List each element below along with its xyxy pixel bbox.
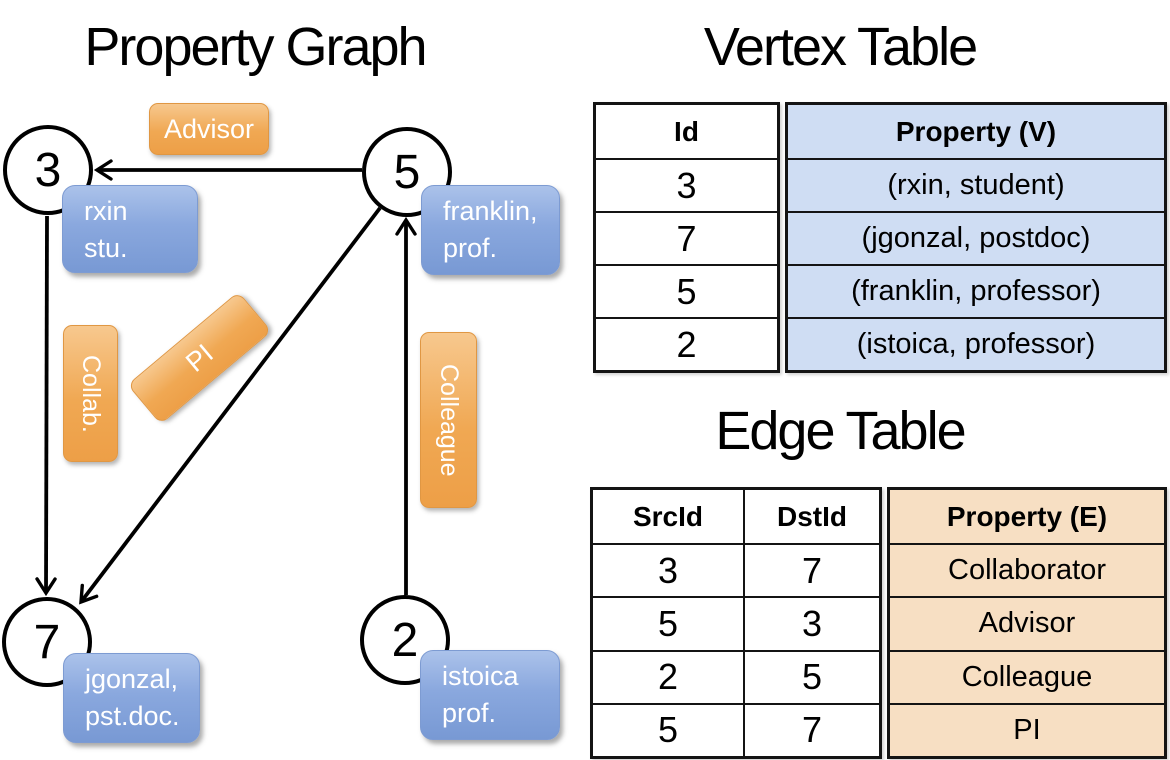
node-property-line: rxin (84, 196, 128, 226)
node-property-box-istoica: istoica prof. (420, 650, 560, 740)
vertex-table-property-column: Property (V) (rxin, student) (jgonzal, p… (785, 102, 1167, 373)
vertex-property-cell: (jgonzal, postdoc) (788, 211, 1164, 264)
node-property-line: stu. (84, 233, 128, 263)
vertex-table-title: Vertex Table (703, 17, 978, 77)
edge-table-title: Edge Table (715, 401, 966, 461)
edge-table-id-columns: SrcId DstId 3 7 5 3 2 5 5 7 (590, 487, 882, 759)
node-2: 2 (360, 595, 450, 685)
graph-edges-canvas (35, 159, 417, 605)
vertex-id-cell: 2 (596, 317, 777, 370)
node-5-label: 5 (393, 145, 421, 199)
node-property-box-franklin: franklin, prof. (421, 185, 560, 275)
vertex-id-cell: 7 (596, 211, 777, 264)
edge-property-cell: PI (890, 702, 1164, 756)
node-property-line: prof. (442, 698, 497, 728)
vertex-property-cell: (istoica, professor) (788, 317, 1164, 370)
edge-property-cell: Advisor (890, 596, 1164, 649)
node-5: 5 (362, 127, 452, 217)
node-property-line: jgonzal, (85, 664, 179, 694)
vertex-table-id-header: Id (674, 115, 699, 147)
edge-srcid-cell: 2 (593, 649, 743, 703)
edge-table-srcid-header: SrcId (632, 500, 704, 532)
node-property-line: prof. (443, 233, 498, 263)
property-graph-title: Property Graph (84, 17, 427, 77)
edge-srcid-cell: 5 (593, 596, 743, 649)
node-3-label: 3 (34, 143, 62, 197)
edge-label-colleague: Colleague (420, 332, 477, 508)
vertex-id-cell: 3 (596, 158, 777, 211)
edge-srcid-cell: 3 (593, 543, 743, 596)
node-property-line: istoica (442, 661, 519, 691)
edge-table-property-column: Property (E) Collaborator Advisor Collea… (887, 487, 1167, 759)
edge-dstid-cell: 5 (743, 649, 879, 703)
edge-label-collab: Collab. (63, 325, 118, 462)
node-property-line: pst.doc. (85, 701, 180, 731)
edge-dstid-cell: 7 (743, 543, 879, 597)
edge-property-cell: Collaborator (890, 543, 1164, 596)
vertex-table-property-header: Property (V) (895, 115, 1057, 147)
edge-dstid-cell: 7 (743, 702, 879, 756)
edge-pi-5-to-7 (79, 206, 382, 605)
node-property-line: franklin, (443, 196, 538, 226)
node-property-box-jgonzal: jgonzal, pst.doc. (63, 653, 200, 743)
node-2-label: 2 (391, 613, 419, 667)
edge-table-dstid-header: DstId (743, 490, 879, 544)
vertex-id-cell: 5 (596, 264, 777, 317)
edge-label-advisor: Advisor (149, 103, 269, 155)
edge-table-property-header: Property (E) (946, 500, 1108, 532)
vertex-property-cell: (franklin, professor) (788, 264, 1164, 317)
node-property-box-rxin: rxin stu. (62, 185, 198, 273)
edge-dstid-cell: 3 (743, 596, 879, 650)
vertex-property-cell: (rxin, student) (788, 158, 1164, 211)
edge-property-cell: Colleague (890, 649, 1164, 703)
edge-srcid-cell: 5 (593, 702, 743, 756)
vertex-table-id-column: Id 3 7 5 2 (593, 102, 780, 373)
node-7-label: 7 (33, 615, 61, 669)
edge-collab-3-to-7 (35, 215, 57, 597)
